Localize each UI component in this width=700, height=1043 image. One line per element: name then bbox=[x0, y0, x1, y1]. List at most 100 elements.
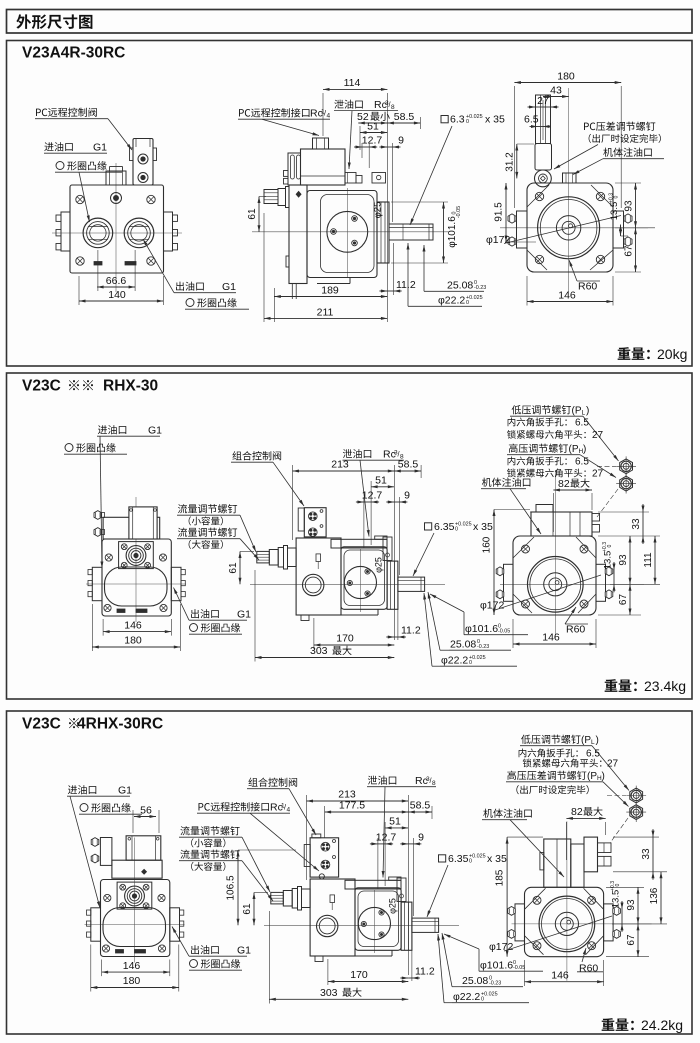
svg-text:): ) bbox=[583, 444, 586, 455]
svg-text:0: 0 bbox=[455, 527, 458, 533]
svg-text:27: 27 bbox=[592, 469, 604, 480]
svg-text:211: 211 bbox=[317, 306, 334, 318]
svg-text:+0.3: +0.3 bbox=[610, 881, 616, 891]
svg-text:3: 3 bbox=[394, 449, 398, 456]
svg-text:/: / bbox=[324, 108, 327, 117]
svg-text:13.5: 13.5 bbox=[603, 551, 614, 570]
svg-text:66.6: 66.6 bbox=[106, 275, 127, 287]
svg-text:): ) bbox=[602, 771, 605, 782]
svg-text:11.2: 11.2 bbox=[415, 966, 435, 978]
svg-text:23.4kg: 23.4kg bbox=[644, 678, 686, 694]
svg-text:27: 27 bbox=[537, 95, 549, 107]
svg-text:+0.3: +0.3 bbox=[602, 542, 608, 552]
svg-text:6.5: 6.5 bbox=[524, 114, 539, 126]
svg-text:146: 146 bbox=[551, 969, 569, 981]
svg-text:φ172: φ172 bbox=[480, 600, 504, 612]
svg-text:93: 93 bbox=[626, 899, 637, 911]
svg-text:+0.025: +0.025 bbox=[481, 991, 498, 997]
svg-text:11.2: 11.2 bbox=[401, 625, 421, 637]
svg-text:67: 67 bbox=[618, 594, 629, 606]
svg-text:φ101.6: φ101.6 bbox=[465, 623, 498, 635]
svg-text:160: 160 bbox=[482, 536, 493, 553]
svg-text:140: 140 bbox=[108, 289, 126, 301]
svg-text:φ25: φ25 bbox=[388, 898, 398, 914]
svg-text:+0.025: +0.025 bbox=[469, 853, 486, 859]
svg-text:x 35: x 35 bbox=[473, 521, 493, 533]
svg-text:R60: R60 bbox=[579, 963, 598, 975]
svg-text:Rc: Rc bbox=[383, 449, 396, 461]
svg-text:61: 61 bbox=[247, 208, 258, 220]
svg-text:93: 93 bbox=[618, 554, 629, 566]
svg-text:G1: G1 bbox=[237, 945, 251, 957]
svg-text:/: / bbox=[284, 802, 287, 811]
svg-text:61: 61 bbox=[228, 562, 239, 574]
svg-text:V23C: V23C bbox=[22, 378, 61, 395]
svg-text:1: 1 bbox=[281, 802, 285, 809]
svg-text:-0.05: -0.05 bbox=[513, 965, 525, 971]
svg-text:58.5: 58.5 bbox=[410, 800, 431, 812]
svg-text:R60: R60 bbox=[578, 281, 597, 293]
svg-text:82: 82 bbox=[558, 478, 570, 490]
svg-text:93: 93 bbox=[624, 200, 635, 212]
svg-text:0: 0 bbox=[614, 195, 620, 198]
svg-text:0: 0 bbox=[489, 975, 492, 981]
svg-text:1: 1 bbox=[321, 108, 325, 115]
svg-text:φ22.2: φ22.2 bbox=[438, 295, 465, 307]
svg-text:RHX-30: RHX-30 bbox=[103, 378, 158, 395]
svg-text:φ101.6: φ101.6 bbox=[480, 960, 513, 972]
svg-text:303: 303 bbox=[310, 645, 328, 657]
svg-text:-0.23: -0.23 bbox=[489, 981, 501, 987]
svg-text:(P: (P bbox=[572, 406, 582, 417]
svg-text:43: 43 bbox=[550, 85, 562, 97]
svg-text:φ25: φ25 bbox=[373, 202, 384, 219]
svg-text:R60: R60 bbox=[566, 624, 585, 636]
svg-text:Rc: Rc bbox=[374, 99, 387, 111]
svg-text:111: 111 bbox=[643, 552, 654, 568]
svg-text:56: 56 bbox=[140, 804, 152, 816]
svg-text:0: 0 bbox=[477, 639, 480, 645]
svg-text:φ25: φ25 bbox=[374, 557, 384, 573]
svg-text:27: 27 bbox=[592, 430, 604, 441]
svg-text:13.5: 13.5 bbox=[609, 202, 620, 221]
svg-text:V23C: V23C bbox=[22, 716, 61, 733]
svg-text:4: 4 bbox=[287, 807, 291, 814]
svg-text:G1: G1 bbox=[237, 609, 251, 621]
svg-text:φ172: φ172 bbox=[486, 234, 510, 246]
svg-text:51: 51 bbox=[389, 816, 401, 828]
svg-text:0: 0 bbox=[498, 623, 501, 629]
svg-text:146: 146 bbox=[558, 290, 576, 302]
svg-text:6.5: 6.5 bbox=[575, 418, 589, 429]
svg-text:0: 0 bbox=[474, 280, 477, 286]
svg-text:12.7: 12.7 bbox=[376, 831, 397, 843]
svg-text:25.08: 25.08 bbox=[462, 975, 488, 987]
svg-text:6.35: 6.35 bbox=[448, 853, 469, 865]
svg-text:(P: (P bbox=[581, 735, 591, 746]
svg-text:136: 136 bbox=[649, 887, 660, 904]
svg-text:9: 9 bbox=[418, 831, 424, 843]
svg-text:3: 3 bbox=[385, 100, 389, 107]
svg-text:L: L bbox=[591, 739, 595, 746]
svg-text:27: 27 bbox=[607, 759, 619, 770]
svg-text:8: 8 bbox=[432, 780, 436, 787]
svg-text:24.2kg: 24.2kg bbox=[641, 1017, 683, 1033]
svg-text:52: 52 bbox=[357, 111, 369, 123]
svg-text:6.5: 6.5 bbox=[575, 457, 589, 468]
svg-text:0: 0 bbox=[481, 997, 484, 1003]
svg-text:146: 146 bbox=[124, 619, 142, 631]
svg-text:67: 67 bbox=[626, 934, 637, 946]
svg-text:+0.025: +0.025 bbox=[455, 521, 472, 527]
svg-text:6.5: 6.5 bbox=[586, 749, 600, 760]
svg-text:4: 4 bbox=[327, 113, 331, 120]
svg-text:4RHX-30RC: 4RHX-30RC bbox=[77, 716, 163, 733]
svg-text:(P: (P bbox=[587, 771, 597, 782]
svg-text:58.5: 58.5 bbox=[394, 111, 415, 123]
svg-text:67: 67 bbox=[624, 245, 635, 257]
svg-text:V23A4R-30RC: V23A4R-30RC bbox=[22, 45, 125, 62]
svg-text:+0.025: +0.025 bbox=[469, 655, 486, 661]
svg-text:): ) bbox=[596, 735, 599, 746]
svg-text:0: 0 bbox=[469, 660, 472, 666]
svg-text:3: 3 bbox=[426, 776, 430, 783]
svg-text:51: 51 bbox=[375, 475, 387, 487]
svg-text:12.7: 12.7 bbox=[362, 135, 383, 147]
svg-text:0: 0 bbox=[615, 883, 621, 886]
